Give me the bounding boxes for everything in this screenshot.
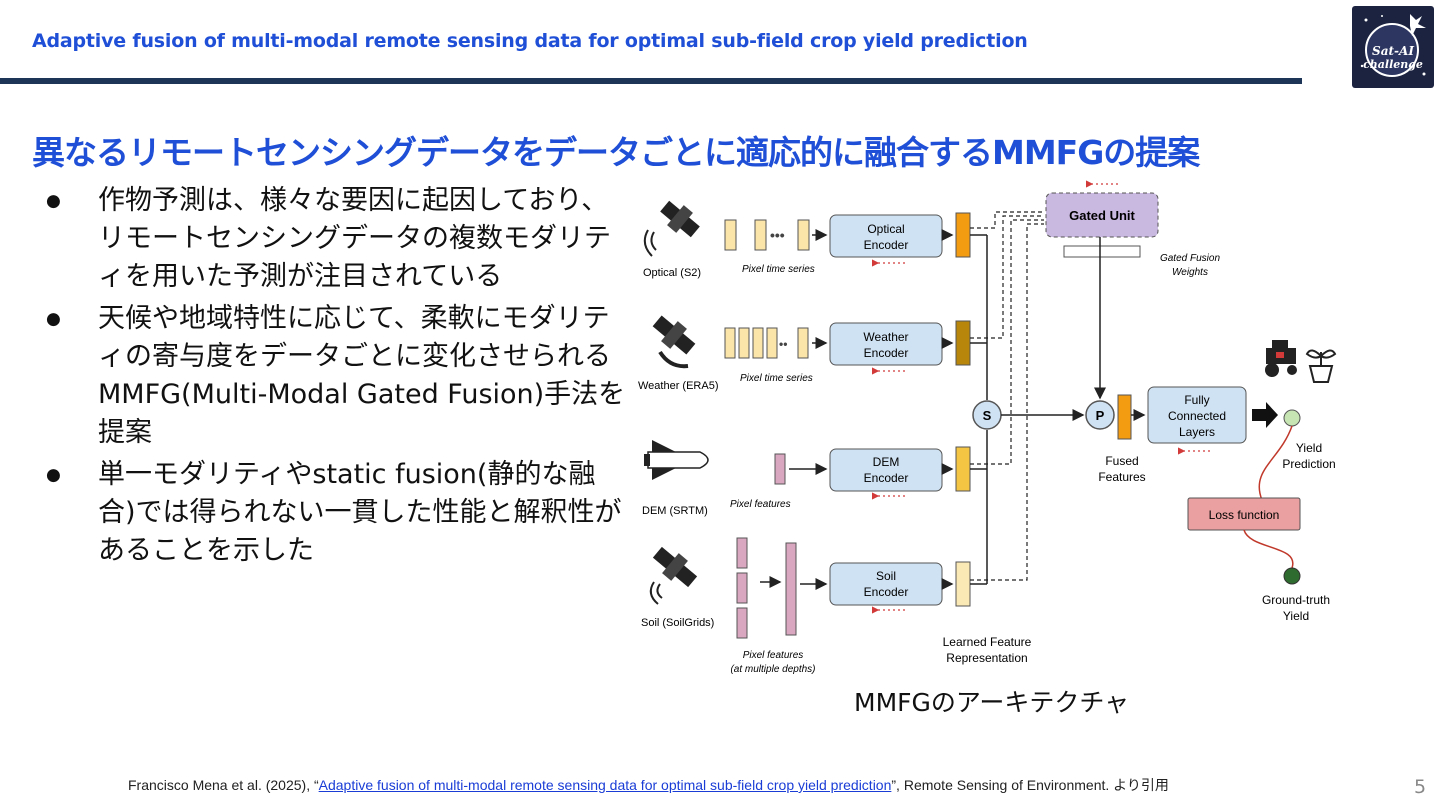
satellite-icon <box>652 315 696 369</box>
optical-input-bar <box>724 219 737 251</box>
loss-function-label: Loss function <box>1209 508 1280 522</box>
optical-feature-vector <box>955 212 971 258</box>
encoder-label: Optical <box>867 222 904 236</box>
header-title: Adaptive fusion of multi-modal remote se… <box>32 30 1028 52</box>
yield-prediction-label: Yield <box>1296 441 1322 455</box>
tractor-icon <box>1265 340 1297 377</box>
weather-input-bar <box>797 327 809 359</box>
input-note-optical: Pixel time series <box>742 264 815 275</box>
gated-weights-label: Weights <box>1172 267 1208 278</box>
fc-label: Layers <box>1179 425 1215 439</box>
source-label-soil: Soil (SoilGrids) <box>641 617 714 629</box>
fused-features-label: Features <box>1098 470 1145 484</box>
plant-pot-icon <box>1305 349 1337 383</box>
yield-prediction-label: Prediction <box>1282 457 1335 471</box>
logo-graphic <box>1360 14 1426 77</box>
encoder-label: Encoder <box>864 346 909 360</box>
svg-text:••: •• <box>779 337 787 351</box>
soil-input-bar <box>736 572 748 604</box>
slide-title: 異なるリモートセンシングデータをデータごとに適応的に融合するMMFGの提案 <box>32 133 1200 172</box>
weather-input-bar <box>766 327 778 359</box>
encoder-label: Encoder <box>864 238 909 252</box>
gated-unit-label: Gated Unit <box>1069 208 1135 223</box>
weather-feature-vector <box>955 320 971 366</box>
learned-feature-label: Learned Feature <box>943 635 1032 649</box>
weather-input-bar <box>738 327 750 359</box>
encoder-label: Weather <box>863 330 908 344</box>
ground-truth-node <box>1283 567 1301 585</box>
satellite-icon <box>643 200 700 257</box>
output-arrow <box>1252 402 1278 428</box>
svg-text:•••: ••• <box>770 227 785 243</box>
fused-feature-vector <box>1117 394 1132 440</box>
input-note-soil: Pixel features <box>743 650 804 661</box>
input-note-dem: Pixel features <box>730 499 791 510</box>
fc-layers-box <box>1147 386 1247 444</box>
input-note-soil: (at multiple depths) <box>730 664 815 675</box>
s-node-label: S <box>983 408 992 423</box>
citation: Francisco Mena et al. (2025), “Adaptive … <box>128 775 1169 795</box>
mmfg-architecture-diagram: Optical (S2) ••• Pixel time series Optic… <box>638 180 1337 675</box>
p-node <box>1085 400 1115 430</box>
logo-text-2: challenge <box>1363 58 1423 71</box>
space-shuttle-icon <box>644 440 709 480</box>
learned-feature-label: Representation <box>946 651 1027 665</box>
encoder-label: DEM <box>873 455 900 469</box>
ground-truth-label: Yield <box>1283 609 1309 623</box>
fc-label: Connected <box>1168 409 1226 423</box>
p-node-label: P <box>1096 408 1105 423</box>
paper-link[interactable]: Adaptive fusion of multi-modal remote se… <box>318 777 892 793</box>
logo-text-1: Sat-AI <box>1372 44 1414 58</box>
satellite-icon <box>649 546 698 605</box>
bullet-item: 作物予測は、様々な要因に起因しており、リモートセンシングデータの複数モダリティを… <box>40 182 630 296</box>
encoder-label: Encoder <box>864 471 909 485</box>
weather-input-bar <box>724 327 736 359</box>
source-label-dem: DEM (SRTM) <box>642 505 708 517</box>
dem-feature-vector <box>955 446 971 492</box>
weather-input-bar <box>752 327 764 359</box>
gating-connections <box>970 211 1044 581</box>
bullet-list: 作物予測は、様々な要因に起因しており、リモートセンシングデータの複数モダリティを… <box>40 182 630 574</box>
citation-prefix: Francisco Mena et al. (2025), “ <box>128 777 319 793</box>
yield-prediction-node <box>1283 409 1301 427</box>
header-rule <box>0 78 1302 84</box>
encoder-label: Encoder <box>864 585 909 599</box>
input-note-weather: Pixel time series <box>740 373 813 384</box>
gated-weights-label: Gated Fusion <box>1160 253 1220 264</box>
gated-unit-box <box>1045 192 1159 238</box>
dem-input-bar <box>774 453 786 485</box>
soil-concat-bar <box>785 542 797 636</box>
source-label-optical: Optical (S2) <box>643 267 701 279</box>
soil-input-bar <box>736 537 748 569</box>
bullet-item: 単一モダリティやstatic fusion(静的な融合)では得られない一貫した性… <box>40 456 630 570</box>
soil-feature-vector <box>955 561 971 607</box>
fc-label: Fully <box>1184 393 1209 407</box>
diagram-caption: MMFGのアーキテクチャ <box>854 688 1130 717</box>
soil-input-bar <box>736 607 748 639</box>
source-label-weather: Weather (ERA5) <box>638 380 719 392</box>
fused-features-label: Fused <box>1105 454 1138 468</box>
optical-input-bar <box>797 219 810 251</box>
ground-truth-label: Ground-truth <box>1262 593 1330 607</box>
optical-input-bar <box>754 219 767 251</box>
page-number: 5 <box>1414 776 1427 798</box>
citation-suffix: ”, Remote Sensing of Environment. より引用 <box>891 777 1169 793</box>
encoder-label: Soil <box>876 569 896 583</box>
satellite-icon <box>1410 14 1426 36</box>
bullet-item: 天候や地域特性に応じて、柔軟にモダリティの寄与度をデータごとに変化させられるMM… <box>40 300 630 452</box>
gated-weights-bar <box>1063 245 1141 258</box>
event-logo: Sat-AI challenge <box>1352 6 1434 88</box>
